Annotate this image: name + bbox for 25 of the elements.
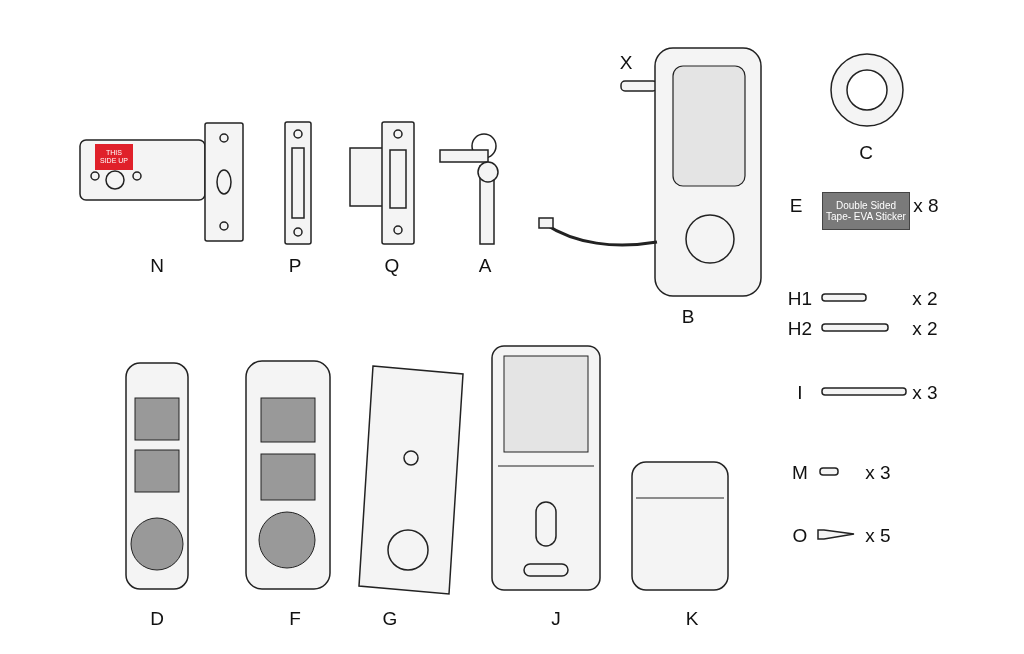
part-letter: B [681,306,695,328]
part-letter: I [797,382,803,404]
quantity-label: x 2 [912,288,938,310]
part-letter: P [288,255,302,277]
part-letter: O [792,525,808,547]
quantity-label: x 8 [913,195,939,217]
quantity-label: x 5 [865,525,891,547]
part-letter: C [859,142,873,164]
part-letter: A [478,255,492,277]
part-letter: K [685,608,699,630]
part-letter: E [789,195,803,217]
part-letter: Q [384,255,400,277]
quantity-label: x 2 [912,318,938,340]
part-letter: X [619,52,633,74]
tape-sticker: Double Sided Tape- EVA Sticker [822,192,910,230]
part-letter: F [289,608,301,630]
quantity-label: x 3 [912,382,938,404]
part-letter: N [150,255,164,277]
part-letter: G [382,608,398,630]
part-letter: J [551,608,561,630]
quantity-label: x 3 [865,462,891,484]
part-letter: M [792,462,808,484]
part-letter: H2 [787,318,813,340]
part-letter: H1 [787,288,813,310]
part-letter: D [150,608,164,630]
